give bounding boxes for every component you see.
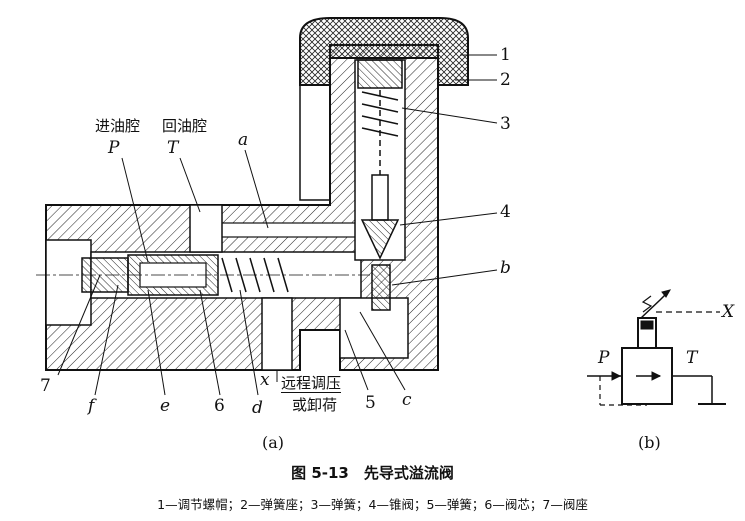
- label-remote-line1: 远程调压: [281, 374, 342, 393]
- symbol-label-P: P: [598, 348, 610, 368]
- cone-valve: [360, 174, 400, 260]
- label-1: 1: [500, 45, 511, 65]
- label-T: T: [167, 138, 179, 158]
- label-x: x: [260, 370, 270, 390]
- label-return-chamber: 回油腔: [162, 117, 208, 135]
- figure-caption: 图 5-13 先导式溢流阀: [291, 464, 454, 482]
- label-2: 2: [500, 70, 511, 90]
- label-d: d: [252, 398, 263, 418]
- label-3: 3: [500, 114, 511, 134]
- label-remote-line2: 或卸荷: [292, 396, 338, 414]
- leader-lines: [57, 54, 498, 396]
- label-f: f: [88, 396, 95, 416]
- subfigure-b-label: (b): [638, 433, 661, 452]
- label-5: 5: [365, 393, 376, 413]
- label-4: 4: [500, 202, 511, 222]
- subfigure-a-label: (a): [262, 433, 285, 452]
- label-P: P: [108, 138, 120, 158]
- label-e: e: [160, 396, 171, 416]
- relief-valve-symbol: [587, 289, 726, 406]
- symbol-label-X: X: [722, 302, 735, 322]
- figure-legend: 1—调节螺帽；2—弹簧座；3—弹簧；4—锥阀；5—弹簧；6—阀芯；7—阀座: [157, 497, 588, 512]
- label-6: 6: [214, 396, 225, 416]
- adjusting-cap: [299, 17, 469, 201]
- spring-seat: [357, 59, 403, 89]
- symbol-label-T: T: [686, 348, 698, 368]
- label-b: b: [500, 258, 511, 278]
- label-inlet-chamber: 进油腔: [95, 117, 141, 135]
- label-7: 7: [40, 376, 51, 396]
- label-c: c: [402, 390, 412, 410]
- label-a: a: [238, 130, 249, 150]
- damping-hole: [371, 264, 391, 311]
